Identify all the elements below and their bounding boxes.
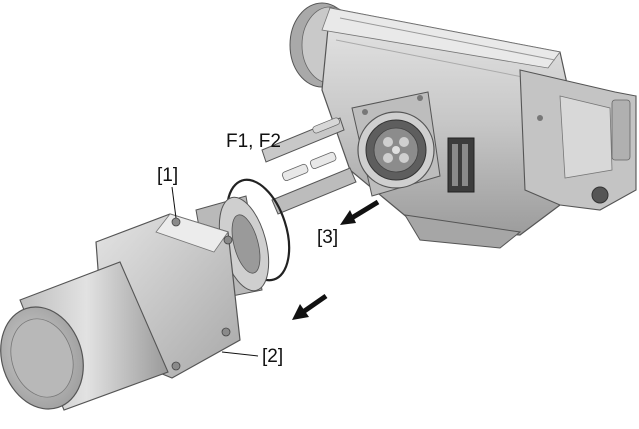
label-item-3: [3]	[317, 227, 339, 248]
actuator-housing	[289, 2, 637, 249]
arrow-socket-direction	[340, 199, 380, 225]
leader-lines	[171, 186, 259, 357]
label-fuses: F1, F2	[226, 131, 281, 152]
fuse-2	[309, 151, 337, 170]
plug-cover-assembly	[0, 195, 270, 411]
fuse-holder	[261, 117, 357, 215]
fuse-1	[281, 163, 309, 182]
arrow-cover-direction	[292, 293, 328, 320]
label-item-2: [2]	[262, 346, 284, 367]
label-item-1: [1]	[157, 165, 179, 186]
